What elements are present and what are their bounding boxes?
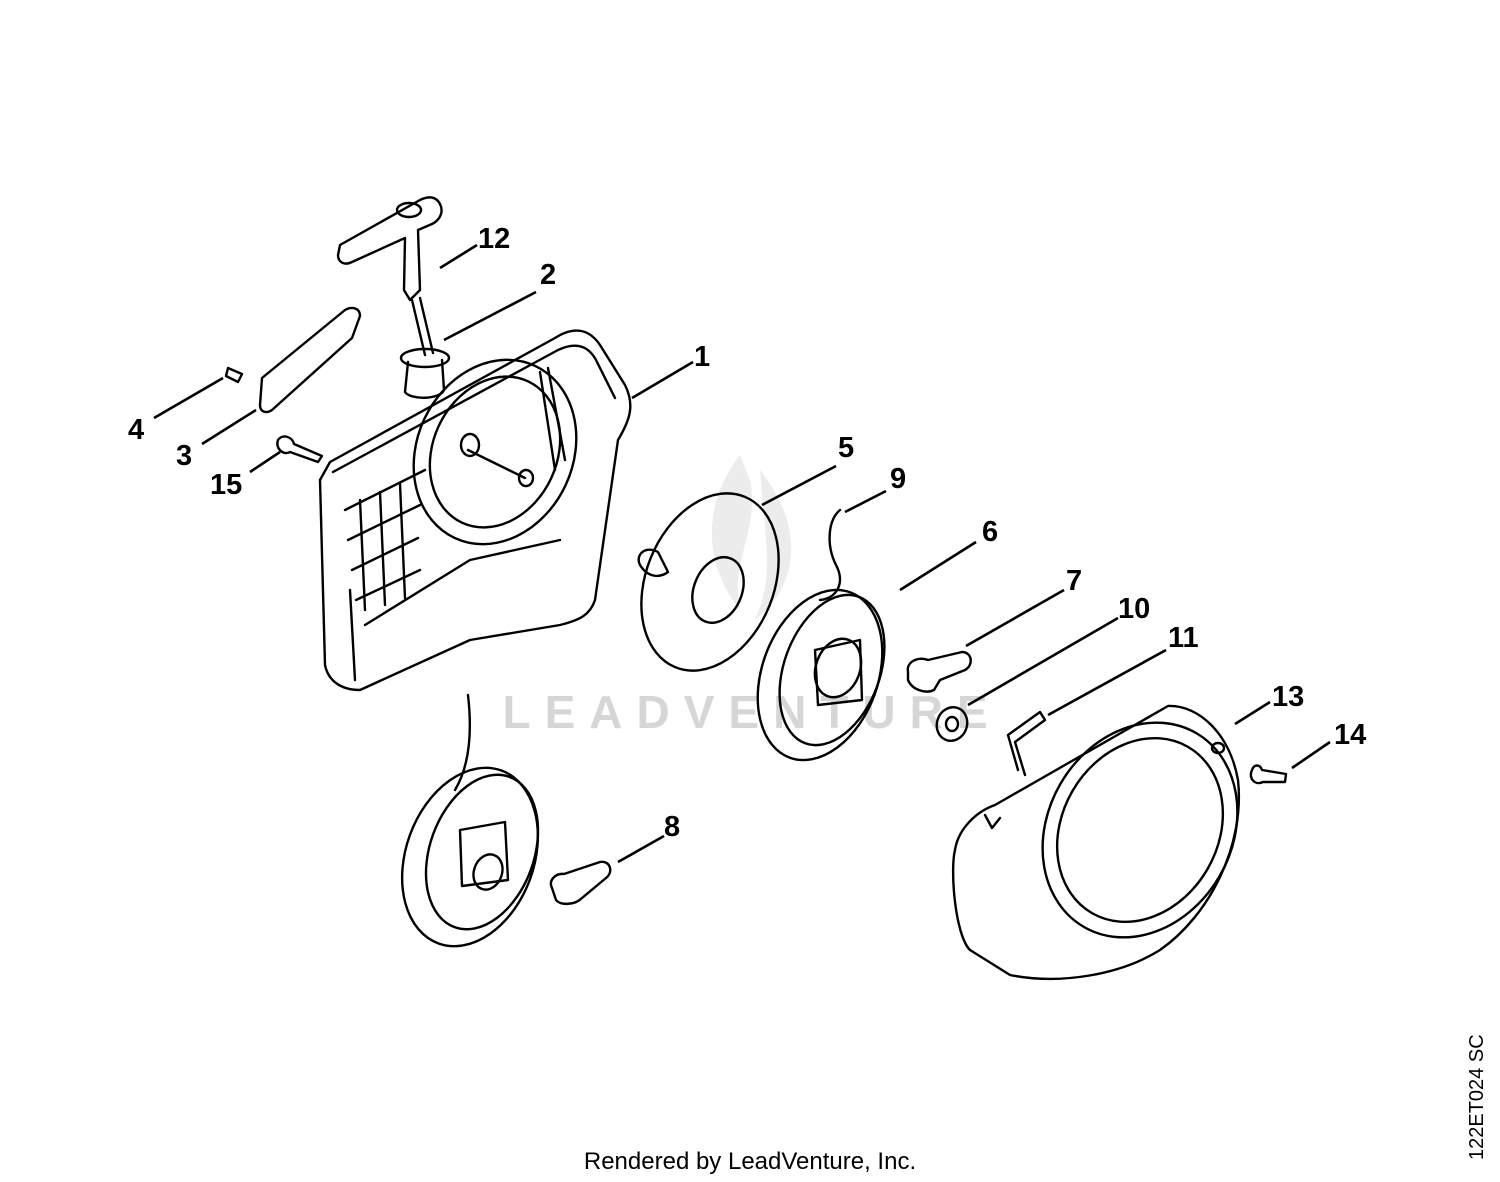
part-label-10: 10	[1118, 593, 1150, 625]
part-label-3: 3	[176, 440, 192, 472]
washer-drawing	[935, 706, 969, 742]
part-label-13: 13	[1272, 681, 1304, 713]
spring-clip-drawing	[1006, 710, 1047, 777]
watermark: LEADVENTURE	[502, 455, 1001, 738]
alternate-rope-rotor-drawing	[400, 693, 540, 948]
leader-lines	[153, 243, 1331, 864]
part-label-12: 12	[478, 223, 510, 255]
rope-rotor-drawing	[756, 508, 886, 762]
watermark-text: LEADVENTURE	[502, 686, 1001, 738]
cover-screw-drawing	[1249, 764, 1288, 785]
part-label-9: 9	[890, 463, 906, 495]
part-label-15: 15	[210, 469, 242, 501]
pawl-drawing	[906, 650, 972, 693]
part-label-6: 6	[982, 516, 998, 548]
alternate-pawl-drawing	[549, 860, 612, 906]
drawing-code: 122ET024 SC	[1466, 1034, 1488, 1160]
part-label-8: 8	[664, 811, 680, 843]
fan-housing-drawing	[951, 704, 1241, 980]
cover-plate-drawing	[258, 306, 362, 414]
part-label-11: 11	[1168, 622, 1199, 654]
part-label-1: 1	[694, 341, 710, 373]
part-label-2: 2	[540, 259, 556, 291]
part-labels: 1 2 3 4 5 6 7 8 9 10 11 12 13 14 15	[128, 223, 1366, 843]
part-label-14: 14	[1334, 719, 1366, 751]
part-label-7: 7	[1066, 565, 1082, 597]
rewind-spring-drawing	[637, 492, 780, 672]
small-screw-drawing	[224, 366, 244, 384]
starter-housing-drawing	[318, 329, 632, 692]
part-label-4: 4	[128, 414, 144, 446]
footer-credit: Rendered by LeadVenture, Inc.	[583, 1148, 917, 1175]
starter-handle-drawing	[336, 196, 451, 399]
housing-screw-drawing	[276, 435, 324, 464]
part-label-5: 5	[838, 432, 854, 464]
